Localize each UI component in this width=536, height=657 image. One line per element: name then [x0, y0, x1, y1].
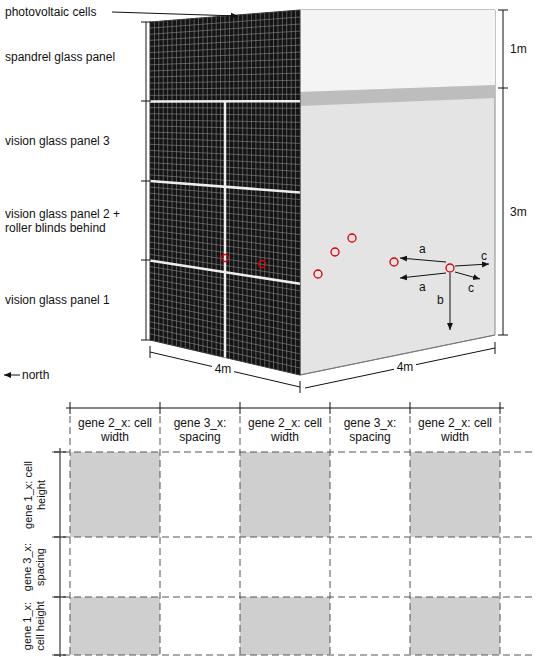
gene-label: gene 3_x: spacing [21, 539, 47, 595]
cell-line [150, 87, 300, 89]
gene-label: gene 2_x: cell width [242, 416, 328, 444]
part-label: spandrel glass panel [5, 50, 141, 64]
gene-label: gene 2_x: cell width [412, 416, 498, 444]
dimension: 3m [510, 205, 534, 219]
distance-letter: b [437, 293, 447, 307]
dimension: 4m [394, 360, 416, 374]
grid-line [52, 597, 532, 598]
cell-line [150, 17, 300, 28]
height-dimension [498, 10, 508, 335]
cell-line [150, 80, 300, 83]
grid-line [52, 537, 532, 538]
dimension: 4m [212, 362, 234, 376]
dimension: 1m [510, 42, 534, 56]
distance-letter: c [481, 249, 491, 263]
cell-line [150, 59, 300, 65]
mullion [224, 101, 227, 357]
cell-line [150, 45, 300, 52]
pv-cell [240, 452, 330, 537]
cell-line [150, 73, 300, 77]
pv-cell [240, 597, 330, 655]
cell-line [225, 16, 226, 358]
leader-line [112, 12, 238, 16]
part-label: vision glass panel 1 [5, 293, 141, 307]
grid-line [500, 416, 501, 657]
cell-line [150, 66, 300, 71]
gene-label: gene 3_x: spacing [162, 416, 238, 444]
cell-line [150, 38, 300, 46]
part-label: photovoltaic cells [5, 5, 115, 19]
north-arrow [4, 375, 20, 376]
distance-letter: c [468, 281, 478, 295]
width-dimension [150, 342, 495, 393]
distance-letter: a [419, 280, 429, 294]
grid-line [160, 416, 161, 657]
offset-arrow [400, 258, 489, 330]
room-wall [300, 10, 495, 375]
spandrel-soffit [300, 85, 495, 106]
pv-cell [410, 452, 500, 537]
gene-label: gene 1_x: cell height [21, 454, 47, 535]
pv-cell [70, 452, 160, 537]
pv-cell [70, 597, 160, 655]
sensor-point [222, 234, 455, 278]
part-label: vision glass panel 3 [5, 134, 141, 148]
cell-line [150, 94, 300, 95]
cell-line [150, 52, 300, 59]
floor-edge [300, 335, 495, 375]
pv-facade [150, 10, 300, 375]
part-label: vision glass panel 2 + roller blinds beh… [5, 207, 143, 235]
distance-letter: a [419, 242, 429, 256]
cell-line [150, 31, 300, 40]
gene-label: gene 2_x: cell width [72, 416, 158, 444]
gene-label: gene 1_x: cell height [21, 599, 47, 653]
panel-bracket [141, 22, 151, 340]
grid-line [52, 452, 532, 453]
ceiling-zone [300, 10, 495, 92]
gene-grid [52, 416, 532, 657]
grid-line [52, 655, 532, 656]
gene-dimension [54, 402, 504, 657]
cell-grid [150, 10, 300, 374]
gene-label: gene 3_x: spacing [332, 416, 408, 444]
pv-cell [410, 597, 500, 655]
compass-label: north [22, 368, 62, 382]
